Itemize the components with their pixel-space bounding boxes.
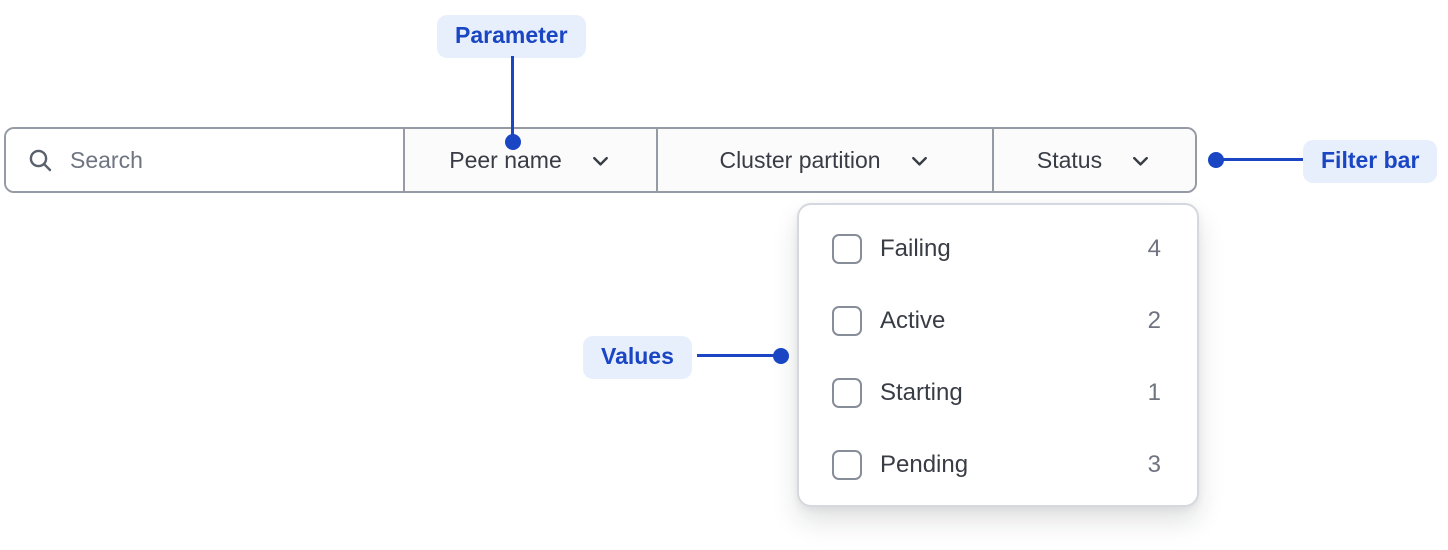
option-count: 4 bbox=[1147, 235, 1161, 262]
annotation-connector-line bbox=[511, 56, 514, 142]
filter-bar: Peer name Cluster partition Status bbox=[4, 127, 1197, 193]
annotation-badge-values: Values bbox=[583, 336, 692, 379]
status-option-pending[interactable]: Pending 3 bbox=[799, 429, 1197, 501]
annotation-connector-line bbox=[697, 354, 781, 357]
dropdown-cluster-partition-label: Cluster partition bbox=[719, 146, 881, 173]
search-icon bbox=[27, 147, 54, 174]
checkbox[interactable] bbox=[832, 234, 862, 264]
status-option-active[interactable]: Active 2 bbox=[799, 285, 1197, 357]
status-option-failing[interactable]: Failing 4 bbox=[799, 213, 1197, 285]
annotation-connector-dot bbox=[773, 348, 789, 364]
chevron-down-icon bbox=[1129, 150, 1152, 173]
annotation-connector-dot bbox=[505, 134, 521, 150]
option-label: Failing bbox=[880, 235, 951, 262]
dropdown-cluster-partition[interactable]: Cluster partition bbox=[658, 129, 994, 191]
dropdown-status[interactable]: Status bbox=[994, 129, 1195, 191]
annotation-connector-line bbox=[1216, 158, 1304, 161]
annotation-badge-filter-bar: Filter bar bbox=[1303, 140, 1438, 183]
search-field[interactable] bbox=[6, 129, 405, 191]
option-count: 2 bbox=[1147, 307, 1161, 334]
checkbox[interactable] bbox=[832, 378, 862, 408]
option-count: 1 bbox=[1147, 379, 1161, 406]
option-label: Pending bbox=[880, 451, 969, 478]
checkbox[interactable] bbox=[832, 450, 862, 480]
status-dropdown-panel: Failing 4 Active 2 Starting 1 Pending 3 bbox=[797, 203, 1199, 507]
option-count: 3 bbox=[1147, 451, 1161, 478]
dropdown-peer-name[interactable]: Peer name bbox=[405, 129, 658, 191]
dropdown-status-label: Status bbox=[1036, 146, 1103, 173]
option-label: Starting bbox=[880, 379, 963, 406]
chevron-down-icon bbox=[589, 150, 612, 173]
dropdown-peer-name-label: Peer name bbox=[449, 146, 562, 173]
checkbox[interactable] bbox=[832, 306, 862, 336]
annotation-badge-parameter: Parameter bbox=[437, 15, 586, 58]
option-label: Active bbox=[880, 307, 946, 334]
search-input[interactable] bbox=[70, 146, 370, 174]
status-option-starting[interactable]: Starting 1 bbox=[799, 357, 1197, 429]
chevron-down-icon bbox=[908, 150, 931, 173]
